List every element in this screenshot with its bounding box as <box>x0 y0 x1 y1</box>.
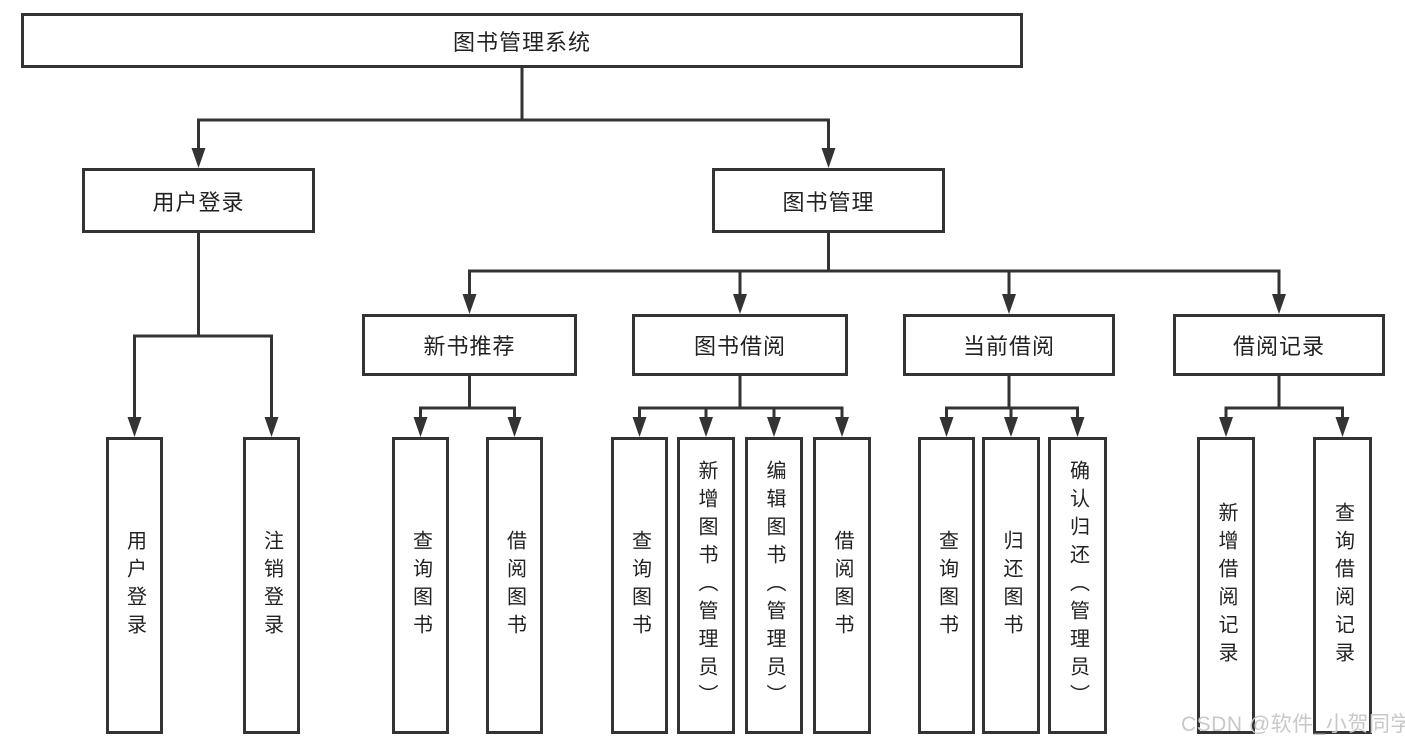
node-br-query: 查询借阅记录 <box>1313 437 1372 734</box>
node-label: 查询图书 <box>628 529 651 642</box>
arrowhead-icon <box>821 148 836 168</box>
node-user-login: 用户登录 <box>82 168 315 233</box>
node-nbr-borrow: 借阅图书 <box>486 437 543 734</box>
node-label: 注销登录 <box>260 529 283 642</box>
node-login: 用户登录 <box>106 437 163 734</box>
node-label: 确认归还（管理员） <box>1066 459 1089 712</box>
node-bb-borrow: 借阅图书 <box>813 437 871 734</box>
node-label: 用户登录 <box>152 189 245 215</box>
node-cb-query: 查询图书 <box>918 437 975 734</box>
node-label: 归还图书 <box>1000 529 1022 642</box>
arrowhead-icon <box>413 417 428 437</box>
node-book-borrow: 图书借阅 <box>632 314 848 376</box>
node-label: 用户登录 <box>123 529 146 642</box>
node-label: 新增借阅记录 <box>1215 501 1237 670</box>
node-cb-return: 归还图书 <box>982 437 1040 734</box>
node-label: 查询图书 <box>409 529 432 642</box>
arrowhead-icon <box>767 417 781 437</box>
node-br-add: 新增借阅记录 <box>1197 437 1255 734</box>
node-cb-confirm: 确认归还（管理员） <box>1048 437 1107 734</box>
node-label: 借阅记录 <box>1232 334 1325 359</box>
arrowhead-icon <box>1004 417 1018 437</box>
node-label: 图书管理 <box>782 189 875 215</box>
arrowhead-icon <box>264 417 279 437</box>
arrowhead-icon <box>939 417 954 437</box>
node-bb-add: 新增图书（管理员） <box>677 437 735 734</box>
arrowhead-icon <box>127 417 142 437</box>
node-label: 当前借阅 <box>962 334 1055 359</box>
node-label: 查询图书 <box>935 529 958 642</box>
arrowhead-icon <box>462 294 477 314</box>
arrowhead-icon <box>632 417 647 437</box>
node-new-book-rec: 新书推荐 <box>362 314 577 376</box>
node-label: 编辑图书（管理员） <box>763 459 785 712</box>
node-label: 查询借阅记录 <box>1331 501 1354 670</box>
arrowhead-icon <box>1219 417 1233 437</box>
arrowhead-icon <box>1002 294 1016 314</box>
node-logout: 注销登录 <box>243 437 300 734</box>
node-label: 新书推荐 <box>423 334 516 359</box>
node-label: 借阅图书 <box>831 529 853 642</box>
arrowhead-icon <box>191 148 206 168</box>
watermark-text: CSDN @软件_小贺同学 <box>1181 713 1405 736</box>
node-book-mgmt: 图书管理 <box>712 168 945 233</box>
node-bb-query: 查询图书 <box>611 437 668 734</box>
arrowhead-icon <box>733 294 747 314</box>
node-current-borrow: 当前借阅 <box>903 314 1115 376</box>
arrowhead-icon <box>699 417 713 437</box>
node-nbr-query: 查询图书 <box>392 437 449 734</box>
arrowhead-icon <box>1335 417 1350 437</box>
node-label: 借阅图书 <box>503 529 526 642</box>
node-borrow-records: 借阅记录 <box>1173 314 1385 376</box>
node-label: 图书借阅 <box>693 334 786 359</box>
node-bb-edit: 编辑图书（管理员） <box>745 437 803 734</box>
node-label: 新增图书（管理员） <box>695 459 717 712</box>
arrowhead-icon <box>1272 294 1286 314</box>
node-system: 图书管理系统 <box>21 13 1023 68</box>
arrowhead-icon <box>1070 417 1085 437</box>
node-label: 图书管理系统 <box>452 29 591 55</box>
arrowhead-icon <box>835 417 849 437</box>
arrowhead-icon <box>507 417 522 437</box>
